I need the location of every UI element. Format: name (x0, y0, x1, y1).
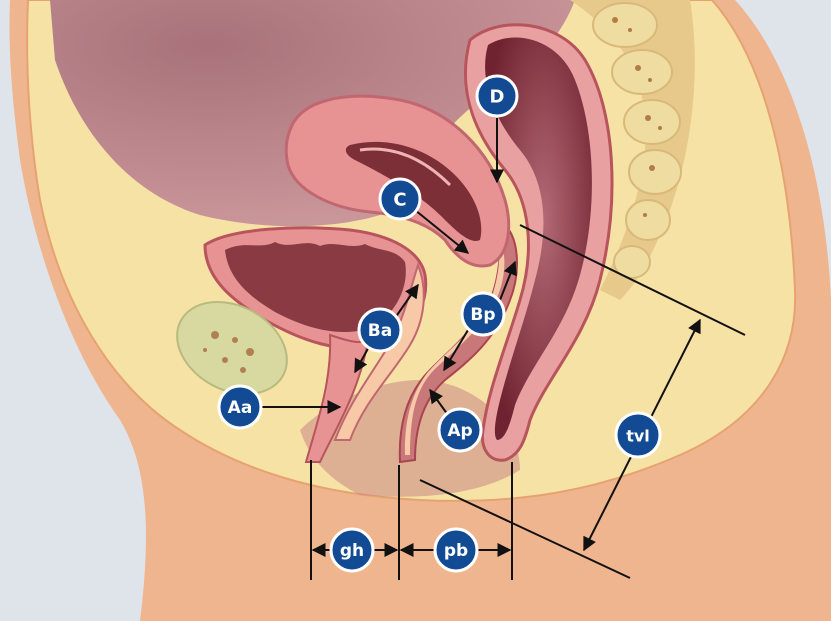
label-bp-text: Bp (470, 305, 495, 325)
bladder-lumen (225, 242, 406, 333)
tvl-upper-reference-line (519, 224, 746, 336)
label-d-text: D (490, 87, 505, 108)
spine-sacrum (570, 0, 695, 300)
label-gh-text: gh (340, 541, 364, 561)
urethra (304, 333, 370, 463)
pubic-bone (176, 300, 288, 396)
label-d: D (475, 74, 519, 118)
label-ap-text: Ap (447, 421, 472, 441)
label-ba: Ba (357, 307, 403, 353)
c-pointer (414, 209, 470, 254)
label-ap: Ap (437, 407, 483, 453)
ba-pointer-down (354, 344, 371, 374)
tvl-lower-reference-line (419, 479, 631, 579)
ap-pointer (429, 388, 449, 416)
label-pb: pb (433, 527, 479, 573)
label-aa: Aa (217, 384, 263, 430)
rectum-lumen (485, 37, 592, 440)
label-bp: Bp (460, 291, 506, 337)
label-gh: gh (329, 527, 375, 573)
label-aa-text: Aa (228, 398, 253, 418)
label-c: C (378, 177, 422, 221)
vaginal-lumen (404, 240, 505, 455)
bp-pointer-up (499, 260, 517, 301)
label-ba-text: Ba (368, 321, 392, 341)
label-pb-text: pb (444, 541, 468, 561)
label-c-text: C (393, 190, 406, 211)
measurement-lines (262, 118, 746, 580)
ba-pointer-up (394, 283, 419, 319)
uterine-lining (359, 147, 452, 187)
label-tvl-text: tvl (626, 427, 650, 446)
bp-pointer-down (443, 329, 469, 372)
label-tvl: tvl (614, 411, 662, 459)
